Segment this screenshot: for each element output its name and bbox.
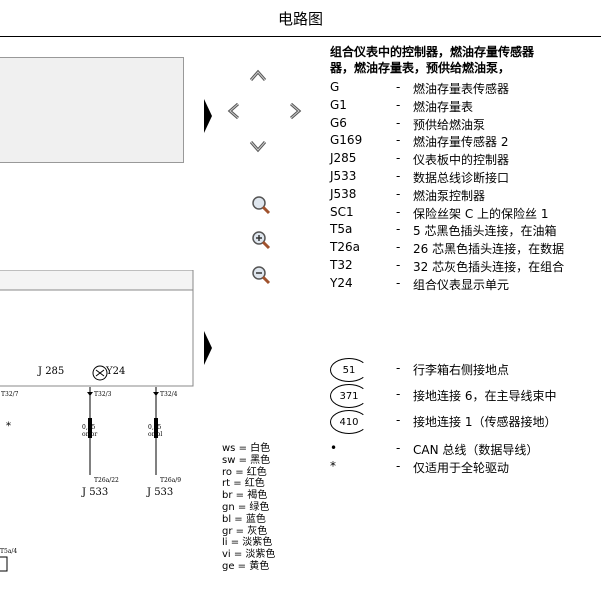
ground-point-icon: 51 <box>330 358 368 382</box>
legend-desc: 预供给燃油泵 <box>413 117 486 132</box>
ground-point-icon: 371 <box>330 384 368 408</box>
legend-desc: 32 芯灰色插头连接，在组合 <box>413 260 565 274</box>
pin-t32-7: T32/7 <box>1 391 19 398</box>
legend-dash: - <box>396 441 401 455</box>
chevron-down-icon[interactable] <box>247 134 269 156</box>
legend-desc: 26 芯黑色插头连接，在数据 <box>413 242 565 257</box>
color-entry: br = 褐色 <box>222 490 268 502</box>
legend-code: J538 <box>330 186 357 201</box>
color-entry: gn = 绿色 <box>222 501 270 513</box>
legend-dash: - <box>396 80 401 94</box>
legend-desc: 燃油泵控制器 <box>413 188 486 203</box>
color-entry: gr = 灰色 <box>222 525 268 537</box>
color-entry: ro = 红色 <box>222 466 267 478</box>
ground-point-icon: 410 <box>330 410 368 434</box>
legend-dash: - <box>396 459 401 473</box>
legend-dash: - <box>396 240 401 255</box>
page-title: 电路图 <box>277 10 323 28</box>
pin-t32-3: T32/3 <box>94 391 112 398</box>
label-j533-a: J 533 <box>82 487 109 498</box>
pin-t26a-22: T26a/22 <box>94 477 119 484</box>
legend-code: G169 <box>330 133 363 148</box>
legend-code: G <box>330 80 340 94</box>
chevron-right-icon[interactable] <box>283 100 305 122</box>
legend-desc: 数据总线诊断接口 <box>413 171 510 185</box>
legend-desc: 组合仪表显示单元 <box>413 277 510 292</box>
legend-symbol: * <box>330 459 336 473</box>
legend-desc: 燃油存量表 <box>413 99 474 114</box>
legend-dash: - <box>396 169 401 183</box>
zoom-in-icon[interactable] <box>250 229 272 251</box>
legend-desc: 接地连接 1（传感器接地） <box>413 415 557 429</box>
wire1-size: 0,35 <box>82 424 96 431</box>
legend-code: Y24 <box>330 275 353 290</box>
legend-code: T5a <box>330 222 353 237</box>
pin-t26a-9: T26a/9 <box>160 477 182 484</box>
pin-t5a-4: T5a/4 <box>0 548 18 555</box>
pin-t32-4: T32/4 <box>160 391 178 398</box>
color-entry: sw = 黑色 <box>222 454 271 466</box>
legend-code: SC1 <box>330 204 354 219</box>
legend-title-line1: 组合仪表中的控制器，燃油存量传感器 <box>330 45 535 59</box>
legend-dash: - <box>396 133 401 148</box>
legend-desc: 燃油存量传感器 2 <box>413 135 509 150</box>
legend-dash: - <box>396 151 401 166</box>
color-entry: ge = 黄色 <box>222 560 270 572</box>
color-entry: bl = 蓝色 <box>222 513 266 525</box>
legend-code: T26a <box>330 240 360 255</box>
wiring-diagram <box>0 270 194 572</box>
diagram-pointer-icon <box>204 331 212 365</box>
label-j533-b: J 533 <box>147 487 174 498</box>
legend-dash: - <box>396 97 401 112</box>
legend-desc: 行李箱右侧接地点 <box>413 363 510 377</box>
chevron-left-icon[interactable] <box>224 100 246 122</box>
label-j285: J 285 <box>38 366 65 377</box>
color-entry: rt = 红色 <box>222 478 265 490</box>
color-entry: ws = 白色 <box>222 443 271 454</box>
legend-dash: - <box>396 361 401 375</box>
legend-desc: 仪表板中的控制器 <box>413 153 510 168</box>
legend-desc: 保险丝架 C 上的保险丝 1 <box>413 206 549 221</box>
legend-code: J533 <box>330 169 357 183</box>
diagram-preview-panel <box>0 57 184 163</box>
chevron-up-icon[interactable] <box>247 66 269 88</box>
legend-desc: 接地连接 6，在主导线束中 <box>413 389 557 403</box>
legend-desc: 仅适用于全轮驱动 <box>413 461 510 475</box>
color-entry: vi = 淡紫色 <box>222 549 276 561</box>
legend-dash: - <box>396 413 401 427</box>
legend-dash: - <box>396 115 401 130</box>
legend-symbol: • <box>330 441 338 455</box>
legend-dash: - <box>396 275 401 290</box>
wire2-color: or/bl <box>148 431 163 438</box>
legend-title-line2: 器，燃油存量表，预供给燃油泵， <box>330 61 511 75</box>
legend-dash: - <box>396 258 401 272</box>
legend-dash: - <box>396 186 401 201</box>
legend-dash: - <box>396 222 401 237</box>
title-divider <box>0 36 601 37</box>
wire1-color: or/br <box>82 431 98 438</box>
nav-pointer-icon <box>204 99 212 133</box>
legend-desc: 5 芯黑色插头连接，在油箱 <box>413 224 557 239</box>
legend-desc: 燃油存量表传感器 <box>413 82 510 96</box>
zoom-out-icon[interactable] <box>250 264 272 286</box>
magnifier-icon[interactable] <box>250 194 272 216</box>
legend-title: 组合仪表中的控制器，燃油存量传感器 器，燃油存量表，预供给燃油泵， <box>330 44 601 76</box>
legend-code: J285 <box>330 151 357 166</box>
color-entry: li = 淡紫色 <box>222 537 273 549</box>
legend-code: T32 <box>330 258 353 272</box>
legend-code: G1 <box>330 97 347 112</box>
wire-color-key: ws = 白色 sw = 黑色 ro = 红色 rt = 红色 br = 褐色 … <box>222 443 275 573</box>
legend-dash: - <box>396 204 401 219</box>
label-y24: Y24 <box>106 366 126 377</box>
legend-dash: - <box>396 387 401 401</box>
legend-desc: CAN 总线（数据导线） <box>413 443 539 457</box>
label-star: * <box>6 421 11 432</box>
legend-code: G6 <box>330 115 347 130</box>
wire2-size: 0,35 <box>148 424 162 431</box>
